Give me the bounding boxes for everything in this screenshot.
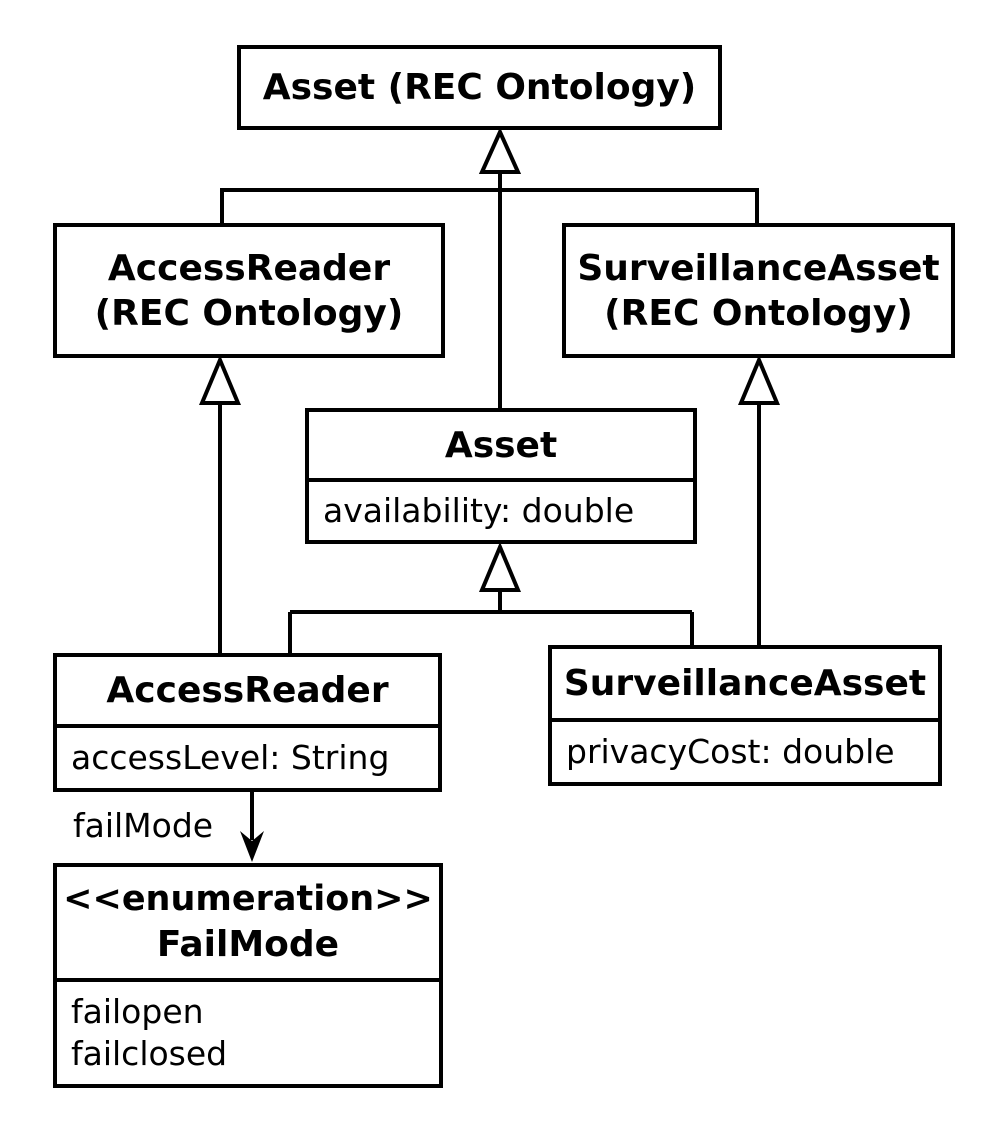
enum-value: failopen	[71, 991, 204, 1031]
class-title: AccessReader	[106, 670, 389, 711]
class-title-line2: (REC Ontology)	[604, 292, 913, 334]
class-box-rec-accessreader: AccessReader (REC Ontology)	[53, 223, 445, 358]
class-title-line1: AccessReader	[107, 247, 391, 289]
enum-stereotype: <<enumeration>>	[63, 879, 433, 920]
arrowhead-icon-failmode	[240, 831, 264, 862]
enum-title: FailMode	[156, 923, 340, 965]
enum-value: failclosed	[71, 1034, 228, 1073]
class-box-rec-asset: Asset (REC Ontology)	[237, 45, 722, 130]
enum-box-failmode: <<enumeration>> FailMode failopen failcl…	[53, 863, 443, 1088]
class-title: SurveillanceAsset	[563, 663, 927, 704]
inheritance-triangle-icon-top	[478, 127, 522, 174]
inheritance-triangle-icon-right	[737, 354, 781, 405]
class-attribute: availability: double	[323, 490, 635, 530]
class-title-line1: SurveillanceAsset	[577, 247, 940, 289]
class-box-rec-surveillanceasset: SurveillanceAsset (REC Ontology)	[562, 223, 955, 358]
class-title: Asset (REC Ontology)	[262, 67, 697, 108]
class-box-accessreader: AccessReader accessLevel: String	[53, 653, 442, 792]
class-title-line2: (REC Ontology)	[94, 292, 404, 334]
class-title: Asset	[444, 424, 558, 466]
edge-label-failmode: failMode	[73, 806, 214, 845]
class-box-asset: Asset availability: double	[305, 408, 697, 544]
inheritance-triangle-icon-left	[198, 354, 242, 405]
class-attribute: privacyCost: double	[566, 731, 895, 771]
class-box-surveillanceasset: SurveillanceAsset privacyCost: double	[548, 645, 942, 786]
inheritance-triangle-icon-center	[478, 541, 522, 592]
class-attribute: accessLevel: String	[71, 737, 390, 777]
